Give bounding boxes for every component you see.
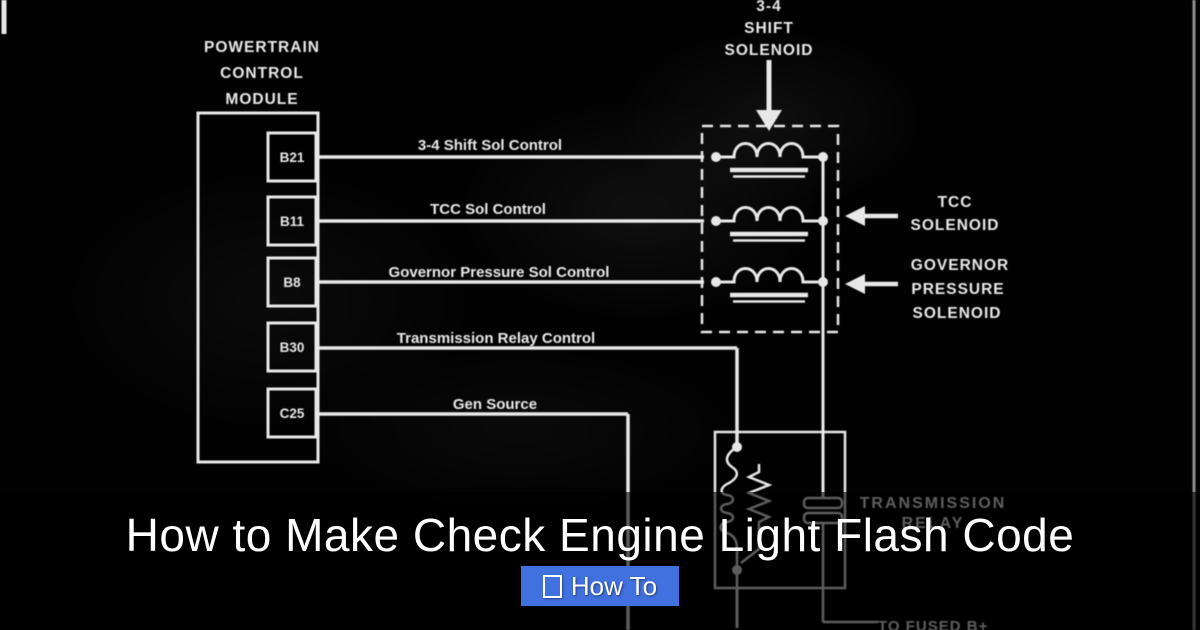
pcm-title-line1: POWERTRAIN xyxy=(204,39,320,56)
solenoid-coil-1 xyxy=(716,142,823,159)
page-title: How to Make Check Engine Light Flash Cod… xyxy=(125,509,1075,561)
governor-label-line1: GOVERNOR xyxy=(911,257,1009,274)
shift-solenoid-label-line1: 3-4 xyxy=(756,0,781,15)
pin-label-c25: C25 xyxy=(280,406,305,421)
shift-solenoid-label-line2: SHIFT xyxy=(744,20,794,37)
junction-dot xyxy=(711,152,721,162)
pin-label-b30: B30 xyxy=(280,340,305,355)
down-arrow-icon xyxy=(756,110,782,131)
pin-label-b21: B21 xyxy=(280,150,305,165)
solenoid-coil-2 xyxy=(716,206,823,223)
pcm-title-line2: CONTROL xyxy=(220,65,304,82)
left-arrow-icon xyxy=(845,274,865,294)
junction-dot xyxy=(711,216,721,226)
pcm-title-line3: MODULE xyxy=(225,91,298,108)
junction-dot xyxy=(711,277,721,287)
left-arrow-icon xyxy=(845,206,865,226)
dashed-solenoid-box xyxy=(700,124,840,334)
wire-label-trans-relay: Transmission Relay Control xyxy=(397,330,595,347)
how-to-badge-label: How To xyxy=(570,570,658,601)
tcc-label-line2: SOLENOID xyxy=(911,217,1000,234)
dim-overlay-band xyxy=(0,492,1200,630)
governor-label-line3: SOLENOID xyxy=(913,305,1002,322)
tcc-label-line1: TCC xyxy=(938,194,973,211)
pin-label-b11: B11 xyxy=(280,214,305,229)
governor-label-line2: PRESSURE xyxy=(911,281,1004,298)
shift-solenoid-label-line3: SOLENOID xyxy=(725,42,814,59)
wire-label-tcc-sol: TCC Sol Control xyxy=(430,201,546,218)
how-to-badge[interactable]: How To xyxy=(521,566,679,606)
pin-label-b8: B8 xyxy=(283,275,301,290)
wire-label-gen-source: Gen Source xyxy=(453,396,537,413)
pcm-box xyxy=(196,111,320,464)
wire-label-governor-sol: Governor Pressure Sol Control xyxy=(389,264,610,281)
missing-glyph-box-icon xyxy=(542,574,562,598)
wire-label-shift-sol: 3-4 Shift Sol Control xyxy=(418,137,562,154)
solenoid-coil-3 xyxy=(716,267,823,284)
